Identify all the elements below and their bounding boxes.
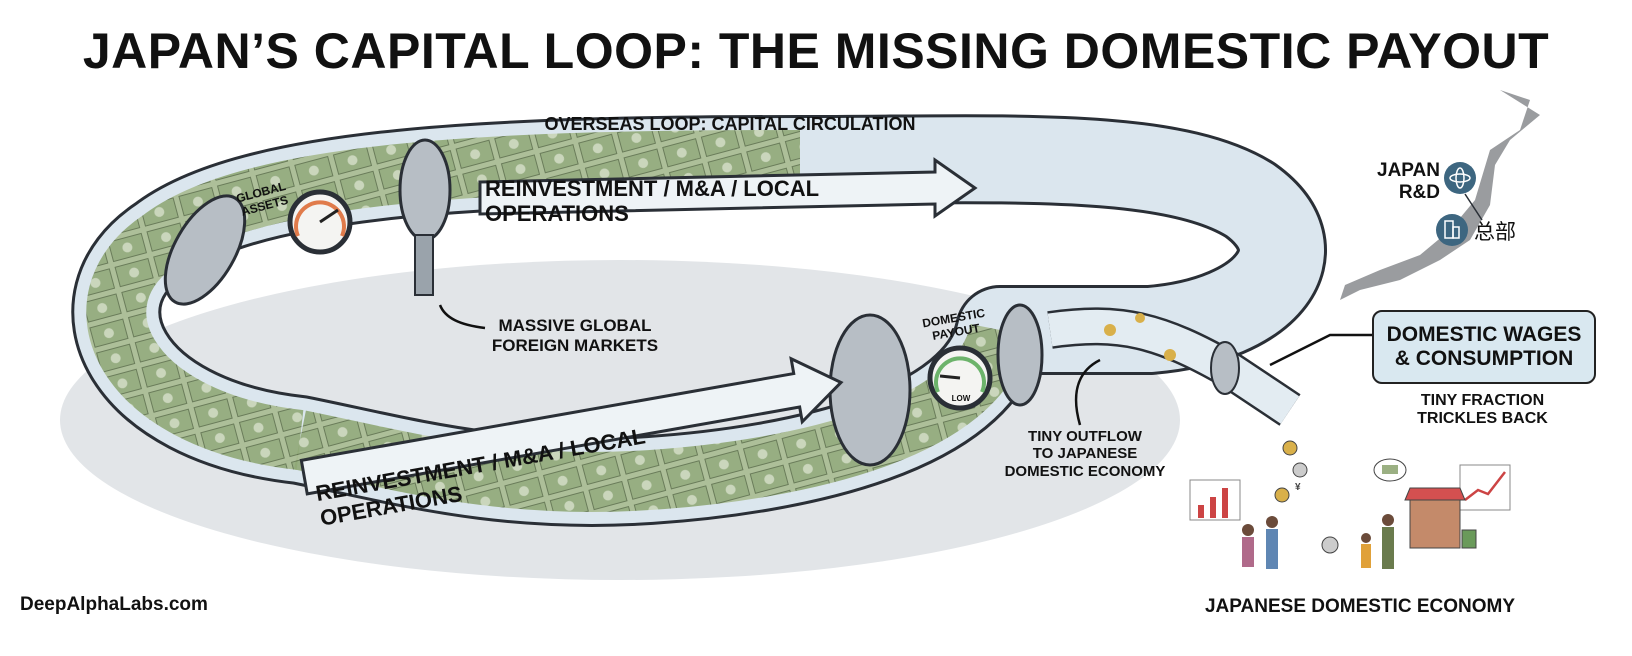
massive-markets-line2: FOREIGN MARKETS	[491, 335, 659, 355]
tiny-outflow-label: TINY OUTFLOW TO JAPANESE DOMESTIC ECONOM…	[1000, 428, 1170, 480]
pipe-ring-domestic	[828, 303, 1044, 467]
massive-markets-line1: MASSIVE GLOBAL	[498, 316, 652, 335]
line-chart-icon	[1459, 464, 1511, 511]
japan-map	[1340, 90, 1540, 300]
tiny-outflow-pointer	[1074, 358, 1101, 426]
tiny-outflow-line2: TO JAPANESE	[1032, 445, 1138, 463]
wages-pointer	[1269, 333, 1372, 367]
pipe-ring-left	[163, 194, 247, 306]
domestic-economy-label: JAPANESE DOMESTIC ECONOMY	[1204, 596, 1516, 617]
japan-rd-line1: JAPAN	[1377, 160, 1440, 181]
domestic-payout-gauge	[927, 345, 993, 411]
wages-line2: & CONSUMPTION	[1394, 347, 1574, 370]
massive-markets-pointer	[438, 304, 486, 330]
headquarters-building-icon	[1436, 214, 1468, 246]
japan-rd-line2: R&D	[1398, 181, 1440, 203]
global-assets-gauge	[287, 189, 353, 255]
massive-markets-label: MASSIVE GLOBAL FOREIGN MARKETS	[485, 316, 665, 355]
japan-rd-label: JAPAN R&D	[1360, 160, 1440, 204]
page-title: JAPAN’S CAPITAL LOOP: THE MISSING DOMEST…	[82, 23, 1550, 79]
tiny-outflow-line3: DOMESTIC ECONOMY	[1004, 462, 1166, 480]
domestic-wages-callout: DOMESTIC WAGES & CONSUMPTION	[1372, 310, 1596, 384]
falling-coins	[1274, 440, 1339, 554]
watermark: DeepAlphaLabs.com	[20, 594, 208, 615]
trickle-line1: TINY FRACTION	[1420, 392, 1545, 409]
rd-atom-icon	[1444, 162, 1476, 194]
gauge-low-label: LOW	[951, 394, 971, 403]
tiny-outflow-line1: TINY OUTFLOW	[1028, 428, 1142, 445]
trickle-line2: TRICKLES BACK	[1417, 410, 1548, 428]
reinvestment-arrow-bottom	[299, 356, 844, 496]
people-family	[1242, 514, 1394, 569]
pipe-ring-outflow	[1210, 341, 1240, 395]
overseas-loop-label: OVERSEAS LOOP: CAPITAL CIRCULATION	[544, 114, 916, 134]
headquarters-label: 总部	[1474, 220, 1516, 244]
reinvestment-arrow-top	[478, 157, 978, 219]
bar-chart-icon	[1189, 479, 1241, 521]
speech-bubble-money	[1373, 458, 1407, 482]
reinvestment-label-top: REINVESTMENT / M&A / LOCAL OPERATIONS	[485, 176, 819, 227]
wages-line1: DOMESTIC WAGES	[1386, 322, 1582, 346]
pipe-ring-top	[398, 138, 452, 296]
trickle-label: TINY FRACTION TRICKLES BACK	[1400, 392, 1565, 429]
shop-storefront	[1404, 487, 1477, 549]
yen-coin-symbol: ¥	[1295, 482, 1301, 493]
